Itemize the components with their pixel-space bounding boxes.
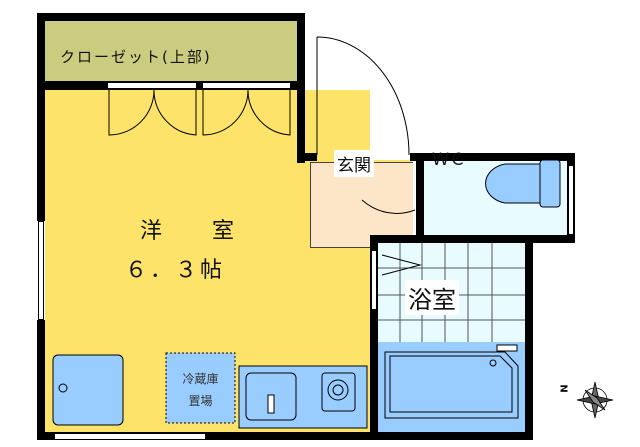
window xyxy=(38,221,44,320)
wall xyxy=(37,432,533,440)
wc-label: ＷＣ xyxy=(432,150,466,170)
toilet-icon xyxy=(485,159,561,208)
western-room-label: 洋 室 xyxy=(140,219,249,244)
closet-door xyxy=(202,89,291,136)
wall xyxy=(297,153,317,161)
window xyxy=(568,165,574,235)
fridge-space xyxy=(165,352,236,424)
bathtub-icon xyxy=(384,344,519,419)
window xyxy=(55,433,205,439)
inner-door xyxy=(361,199,416,214)
entrance-label: 玄関 xyxy=(334,150,374,177)
wall xyxy=(410,153,575,161)
wall xyxy=(416,160,424,240)
entrance-door xyxy=(316,36,410,156)
wall xyxy=(37,13,305,21)
compass-north-label: N xyxy=(559,384,571,393)
bath-door xyxy=(381,254,422,276)
closet-door-track xyxy=(108,83,196,88)
wall xyxy=(37,13,45,221)
wall xyxy=(37,320,45,440)
closet-label: クローゼット(上部) xyxy=(60,48,212,66)
wall xyxy=(370,235,378,440)
closet-door xyxy=(108,89,197,136)
fridge-label: 冷蔵庫 置場 xyxy=(166,368,235,412)
compass-icon xyxy=(576,381,614,419)
washbasin-icon xyxy=(52,354,124,426)
wall xyxy=(525,235,533,440)
wall xyxy=(370,235,575,243)
window xyxy=(371,250,377,310)
kitchen-counter xyxy=(238,365,368,429)
closet-area xyxy=(45,20,297,81)
fridge-label-line2: 置場 xyxy=(188,394,213,408)
bathroom-label: 浴室 xyxy=(405,280,459,315)
closet-door-track xyxy=(203,83,290,88)
western-room-size: ６．３帖 xyxy=(125,258,226,283)
fridge-label-line1: 冷蔵庫 xyxy=(182,372,219,386)
